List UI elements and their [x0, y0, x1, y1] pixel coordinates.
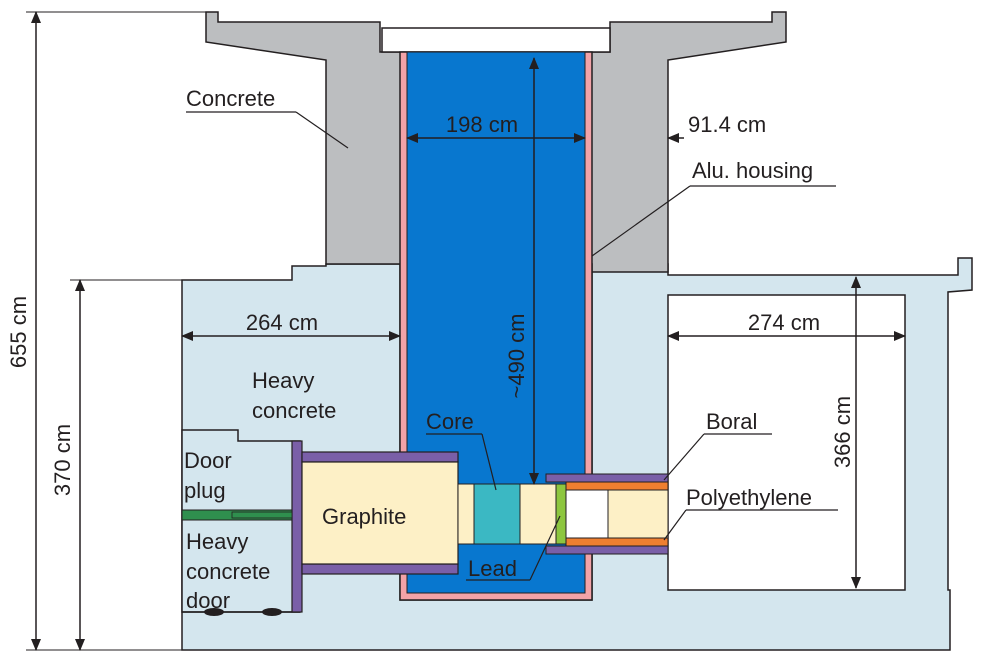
label-boral: Boral [706, 409, 757, 434]
graphite-block [301, 461, 459, 565]
dim-490-text: ~490 cm [504, 314, 529, 399]
dim-274-text: 274 cm [748, 310, 820, 335]
lead-filter [555, 483, 567, 545]
label-hc-door-1: Heavy [186, 529, 248, 554]
polyethylene-bottom [565, 537, 669, 547]
boral-top [545, 473, 669, 483]
graphite-top-plate [301, 451, 459, 463]
label-door-plug-1: Door [184, 448, 232, 473]
dim-655-text: 655 cm [6, 296, 31, 368]
core [473, 483, 521, 545]
label-alu-housing: Alu. housing [692, 158, 813, 183]
label-door-plug-2: plug [184, 478, 226, 503]
beam-channel-1 [457, 483, 475, 545]
dim-198-text: 198 cm [446, 112, 518, 137]
label-concrete: Concrete [186, 86, 275, 111]
graphite-bottom-plate [301, 563, 459, 575]
dim-91-text: 91.4 cm [688, 112, 766, 137]
graphite-frame [291, 440, 303, 613]
label-core: Core [426, 409, 474, 434]
label-hc-door-3: door [186, 588, 230, 613]
right-room [667, 294, 906, 591]
polyethylene-top [565, 481, 669, 491]
label-lead: Lead [468, 556, 517, 581]
pool-cap [381, 27, 611, 53]
beam-tube-void [565, 489, 609, 539]
label-heavy-concrete-1: Heavy [252, 368, 314, 393]
dim-366-text: 366 cm [830, 396, 855, 468]
boral-bottom [545, 545, 669, 555]
label-graphite: Graphite [322, 504, 406, 529]
label-heavy-concrete-2: concrete [252, 398, 336, 423]
label-hc-door-2: concrete [186, 559, 270, 584]
label-polyethylene: Polyethylene [686, 485, 812, 510]
dim-264-text: 264 cm [246, 310, 318, 335]
beam-tube-filler [607, 489, 669, 539]
dim-370-text: 370 cm [50, 424, 75, 496]
